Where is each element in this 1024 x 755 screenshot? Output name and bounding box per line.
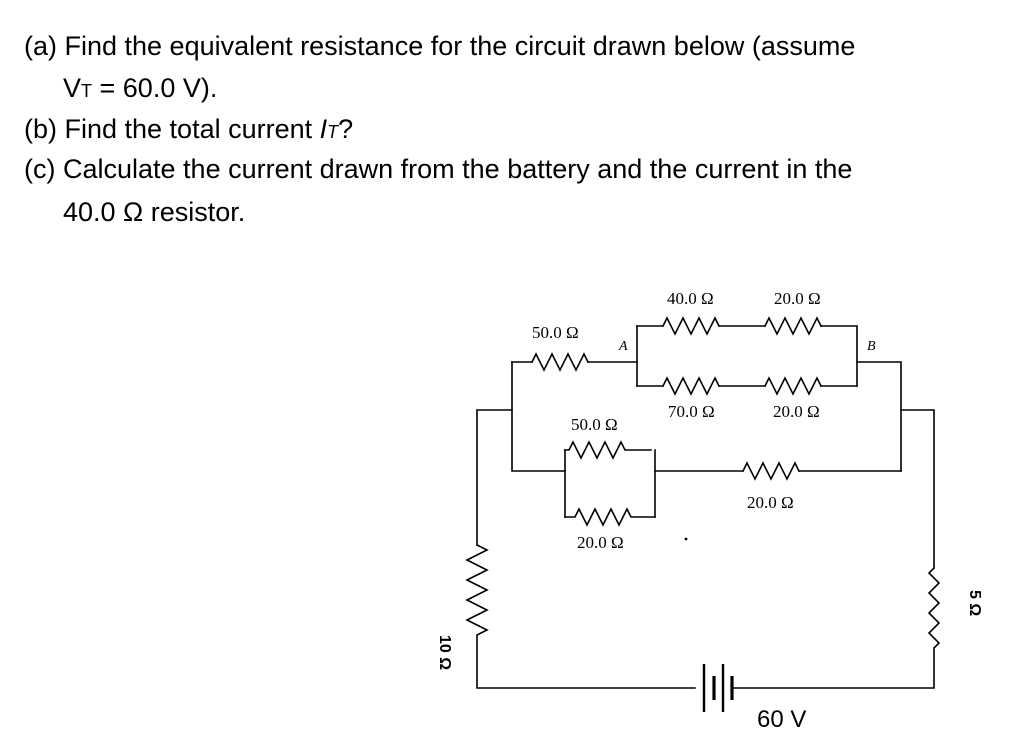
- resistor-70: [661, 376, 721, 396]
- it-symbol: I: [319, 114, 328, 144]
- question-b-text: (b) Find the total current: [24, 114, 320, 144]
- resistor-20-right: [741, 461, 801, 481]
- vt-symbol: V: [63, 73, 82, 103]
- resistor-10: [465, 543, 696, 689]
- label-battery-voltage: 60 V: [757, 706, 806, 733]
- resistor-20-top: [763, 316, 823, 336]
- label-20-top: 20.0 Ω: [774, 289, 821, 308]
- it-subscript: T: [327, 122, 339, 142]
- resistor-20-bottom: [564, 507, 656, 527]
- label-20-bottom: 20.0 Ω: [577, 533, 624, 552]
- label-5-ohm: 5 Ω: [966, 590, 983, 616]
- label-10-ohm: 10 Ω: [436, 635, 453, 670]
- question-b-mark: ?: [338, 114, 354, 144]
- label-20-mid: 20.0 Ω: [773, 402, 820, 421]
- battery-symbol: [702, 664, 734, 712]
- label-50-top: 50.0 Ω: [532, 323, 579, 342]
- label-70: 70.0 Ω: [668, 402, 715, 421]
- vt-value: = 60.0 V).: [92, 73, 218, 103]
- question-c-line1: (c) Calculate the current drawn from the…: [24, 154, 853, 184]
- stray-dot: [684, 537, 688, 541]
- resistor-5: [731, 566, 941, 689]
- resistor-50-top: [530, 352, 590, 372]
- wire-outer-right: [900, 409, 935, 569]
- wire-20-to-b: [820, 325, 858, 387]
- resistor-50-mid: [564, 440, 652, 460]
- resistor-40: [661, 316, 721, 336]
- resistor-20-mid: [763, 376, 823, 396]
- wire-inner-left: [511, 361, 566, 472]
- label-node-a: A: [618, 339, 628, 354]
- question-b: (b) Find the total current IT?: [24, 113, 353, 148]
- question-a-line2: VT = 60.0 V).: [63, 72, 217, 107]
- label-50-mid: 50.0 Ω: [571, 415, 618, 434]
- label-40: 40.0 Ω: [667, 289, 714, 308]
- question-c-line2: 40.0 Ω resistor.: [63, 197, 246, 227]
- label-node-b: B: [867, 339, 876, 354]
- wire-outer-left: [476, 409, 513, 546]
- question-a-line1: (a) Find the equivalent resistance for t…: [24, 31, 856, 61]
- wire-b-to-right: [856, 361, 902, 472]
- label-20-right: 20.0 Ω: [747, 493, 794, 512]
- vt-subscript: T: [81, 81, 93, 101]
